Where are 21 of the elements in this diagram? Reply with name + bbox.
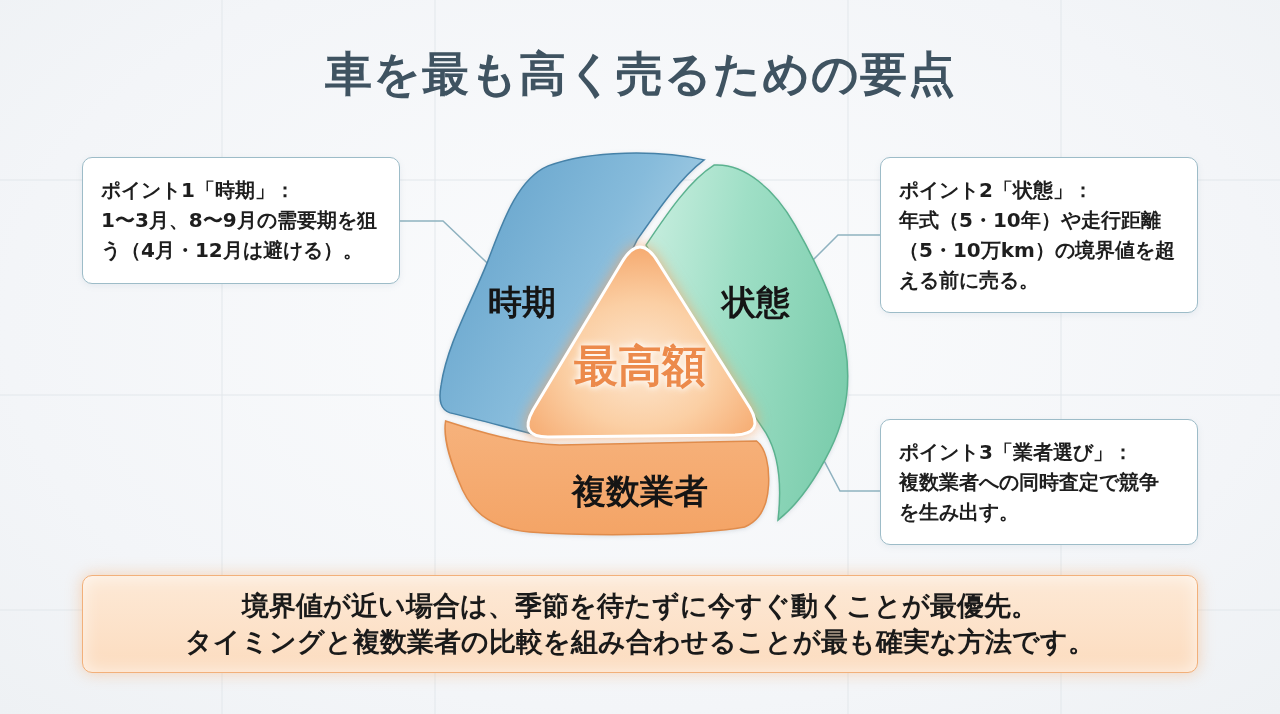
center-label: 最高額 [574, 340, 706, 392]
segment-label: 時期 [488, 283, 556, 323]
callout-text: 1〜3月、8〜9月の需要期を狙う（4月・12月は避ける）。 [101, 207, 378, 264]
summary-banner [82, 575, 1198, 673]
leader-line [812, 234, 881, 261]
segment-label: 状態 [722, 283, 790, 323]
leader-line [399, 220, 488, 264]
callout-text: 複数業者への同時査定で競争を生み出す。 [899, 469, 1160, 526]
callout-heading: ポイント3「業者選び」： [899, 439, 1134, 466]
cycle-segment [443, 419, 772, 537]
callout-text: 年式（5・10年）や走行距離（5・10万km）の境界値を超える前に売る。 [899, 207, 1176, 294]
callout-box [880, 419, 1198, 545]
callout-heading: ポイント2「状態」： [899, 177, 1094, 204]
title: 車を最も高く売るための要点 [323, 46, 957, 103]
callout-box [880, 157, 1198, 313]
summary-text: 境界値が近い場合は、季節を待たずに今すぐ動くことが最優先。 [240, 589, 1039, 623]
summary-text: タイミングと複数業者の比較を組み合わせることが最も確実な方法です。 [184, 625, 1096, 659]
segment-label: 複数業者 [572, 472, 708, 512]
callout-heading: ポイント1「時期」： [101, 177, 296, 204]
callout-box [82, 157, 400, 284]
leader-line [823, 460, 881, 492]
